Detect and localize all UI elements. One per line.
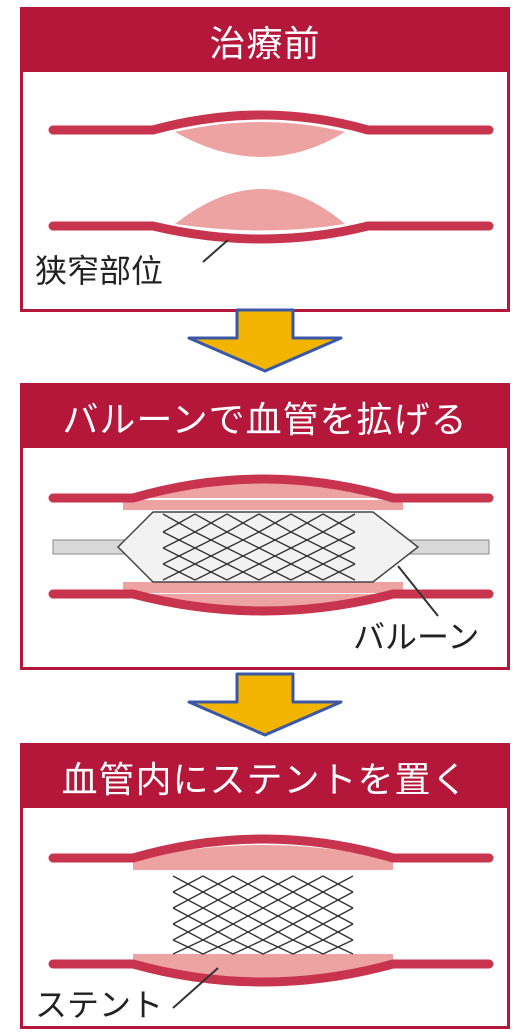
- label-balloon: バルーン: [353, 618, 480, 656]
- panel-stent-placement: 血管内にステントを置く: [20, 743, 510, 1029]
- before-diagram: 狭窄部位: [23, 72, 507, 309]
- label-stent: ステント: [35, 986, 164, 1024]
- balloon-illustration: [48, 474, 494, 617]
- panel-title-balloon: バルーンで血管を拡げる: [23, 386, 507, 448]
- vessel-wall-lower: [48, 959, 494, 987]
- plaque-upper: [133, 845, 393, 870]
- vessel-wall-upper: [48, 474, 494, 503]
- stenosis-illustration: [48, 110, 494, 263]
- stent-mesh: [162, 513, 356, 581]
- panel-balloon-dilation: バルーンで血管を拡げる: [20, 383, 510, 670]
- vessel-wall-lower: [48, 589, 494, 616]
- plaque-upper: [175, 122, 345, 157]
- balloon-diagram: バルーン: [23, 448, 507, 667]
- plaque-lower: [123, 582, 403, 593]
- leader-line-stent: [172, 967, 219, 1009]
- stent-mesh: [172, 875, 354, 955]
- down-arrow-icon: [187, 672, 343, 737]
- panel-title-before: 治療前: [23, 10, 507, 72]
- down-arrow-icon: [187, 308, 343, 373]
- stent-diagram: ステント: [23, 808, 507, 1026]
- leader-line-stenosis: [202, 239, 229, 263]
- plaque-lower: [175, 189, 345, 231]
- stent-illustration: [48, 834, 494, 1009]
- vessel-wall-upper: [48, 834, 494, 863]
- panel-title-stent: 血管内にステントを置く: [23, 746, 507, 808]
- vessel-wall-lower: [48, 221, 494, 244]
- leader-line-balloon: [397, 565, 439, 617]
- panel-before-treatment: 治療前 狭窄部位: [20, 7, 510, 312]
- vessel-wall-upper: [48, 110, 494, 135]
- balloon-shape: [116, 511, 420, 583]
- label-stenosis-site: 狭窄部位: [35, 252, 164, 290]
